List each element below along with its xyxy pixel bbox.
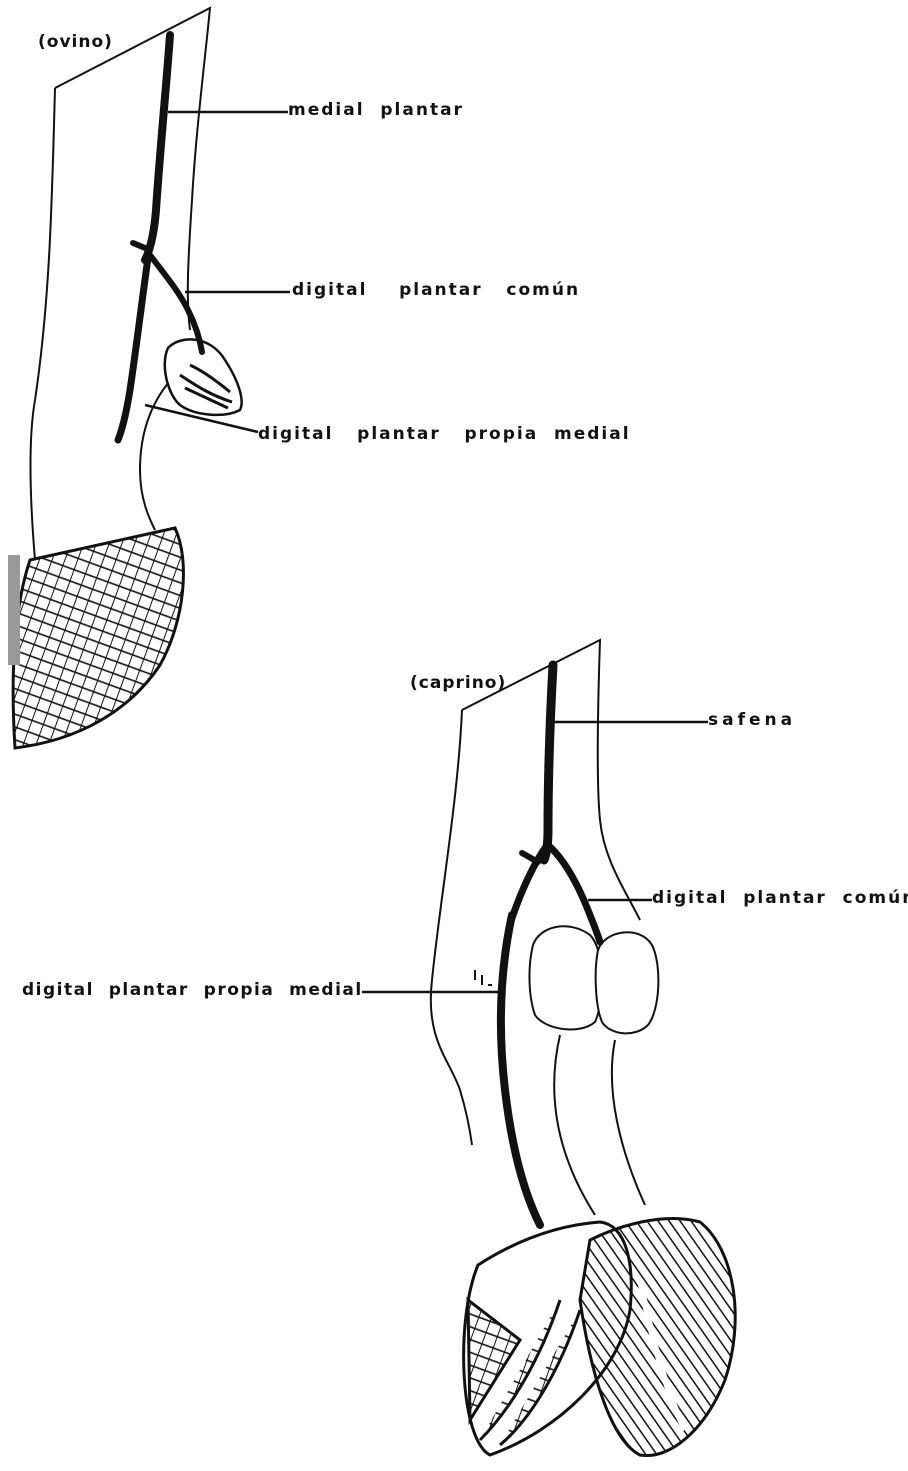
caprino-diagram	[362, 640, 735, 1456]
caprino-hoof-right	[580, 1218, 735, 1455]
ovino-vessel-digital-propia-medial	[118, 258, 148, 440]
ovino-label-medial-plantar: medial plantar	[288, 102, 464, 119]
caprino-label-digital-plantar-comun: digital plantar común	[652, 890, 908, 907]
ovino-hoof	[13, 528, 183, 748]
caprino-sesamoid-left	[529, 926, 602, 1029]
caprino-limb-outline	[431, 640, 640, 1145]
caprino-label-digital-plantar-propia-medial: digital plantar propia medial	[22, 982, 363, 999]
ovino-vessel-medial-plantar	[145, 35, 170, 260]
caprino-vessel-stub	[522, 853, 538, 862]
caprino-sesamoid-right	[596, 932, 659, 1033]
caprino-label-safena: safena	[708, 712, 796, 729]
caprino-pastern-left	[554, 1035, 595, 1215]
ovino-diagram	[8, 8, 290, 748]
ovino-vessel-digital-plantar-comun	[150, 255, 202, 352]
caprino-pastern-right	[612, 1040, 645, 1205]
ovino-label-digital-plantar-propia-medial: digital plantar propia medial	[258, 426, 631, 443]
caprino-small-marks	[475, 970, 492, 985]
ovino-title: (ovino)	[38, 34, 113, 51]
ovino-hoof-gray-edge	[8, 555, 20, 665]
ovino-label-digital-plantar-comun: digital plantar común	[292, 282, 580, 299]
caprino-title: (caprino)	[410, 675, 506, 692]
caprino-vessel-safena	[544, 665, 553, 860]
ovino-limb-outline	[30, 8, 210, 560]
